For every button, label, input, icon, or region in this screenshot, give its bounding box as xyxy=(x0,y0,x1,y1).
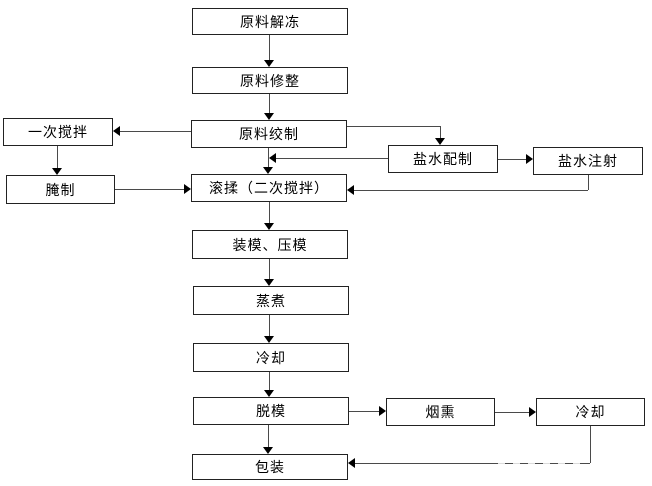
arrowhead-into-tumble-left xyxy=(184,184,191,194)
node-demold: 脱模 xyxy=(193,397,349,425)
arrowhead-into-cook xyxy=(264,279,274,286)
arrowhead-into-moldpress xyxy=(264,223,274,230)
arrowhead-into-smoke xyxy=(379,406,386,416)
connector-thaw-trim xyxy=(269,35,270,60)
arrowhead-into-tumble-right xyxy=(347,185,354,195)
connector-firstmix-cure xyxy=(57,146,58,168)
connector-cool1-demold xyxy=(269,372,270,390)
node-smoke: 烟熏 xyxy=(386,398,495,426)
node-raw-trim: 原料修整 xyxy=(192,67,348,94)
watermark-smudge xyxy=(498,461,583,464)
node-pack: 包装 xyxy=(192,454,348,480)
arrowhead-into-demold xyxy=(264,390,274,397)
arrowhead-into-pack-top xyxy=(263,447,273,454)
arrowhead-into-cure xyxy=(52,168,62,175)
node-raw-thaw: 原料解冻 xyxy=(192,8,348,35)
node-brine-inject: 盐水注射 xyxy=(533,147,643,175)
arrowhead-into-trim xyxy=(264,60,274,67)
node-raw-grind: 原料绞制 xyxy=(191,120,347,148)
connector-cool2-pack-v xyxy=(590,426,591,463)
arrowhead-into-tumble-top xyxy=(263,167,273,174)
connector-grind-firstmix xyxy=(120,131,191,132)
connector-grind-brineprep-h xyxy=(347,126,441,127)
connector-smoke-cool2 xyxy=(495,412,529,413)
connector-demold-smoke xyxy=(349,411,379,412)
arrowhead-into-cool2 xyxy=(529,407,536,417)
node-cool-1: 冷却 xyxy=(193,343,349,372)
node-cook: 蒸煮 xyxy=(193,286,349,315)
node-cure: 腌制 xyxy=(6,175,115,204)
connector-cool2-pack-h xyxy=(355,463,590,464)
connector-grind-tumble xyxy=(268,148,269,167)
connector-brineprep-junction xyxy=(276,158,388,159)
node-cool-2: 冷却 xyxy=(536,398,645,426)
arrowhead-into-grind xyxy=(264,113,274,120)
arrowhead-into-brineinject xyxy=(526,154,533,164)
connector-inject-tumble-h xyxy=(354,190,588,191)
connector-inject-tumble-v xyxy=(588,175,589,190)
arrowhead-into-cool1 xyxy=(264,336,274,343)
connector-tumble-mold xyxy=(269,202,270,223)
arrowhead-into-brineprep xyxy=(435,138,445,145)
connector-brineprep-inject xyxy=(498,159,526,160)
arrowhead-into-pack-right xyxy=(348,458,355,468)
connector-mold-cook xyxy=(269,259,270,279)
connector-demold-pack xyxy=(268,425,269,447)
connector-cure-tumble xyxy=(115,189,184,190)
arrowhead-into-firstmix xyxy=(113,126,120,136)
node-tumble: 滚揉（二次搅拌） xyxy=(191,174,347,202)
node-first-mix: 一次搅拌 xyxy=(3,118,113,146)
connector-trim-grind xyxy=(269,94,270,113)
node-mold-press: 装模、压模 xyxy=(192,230,348,259)
arrowhead-into-junction xyxy=(269,153,276,163)
node-brine-prep: 盐水配制 xyxy=(388,145,498,173)
connector-cook-cool1 xyxy=(269,315,270,336)
connector-grind-brineprep-v xyxy=(440,126,441,138)
